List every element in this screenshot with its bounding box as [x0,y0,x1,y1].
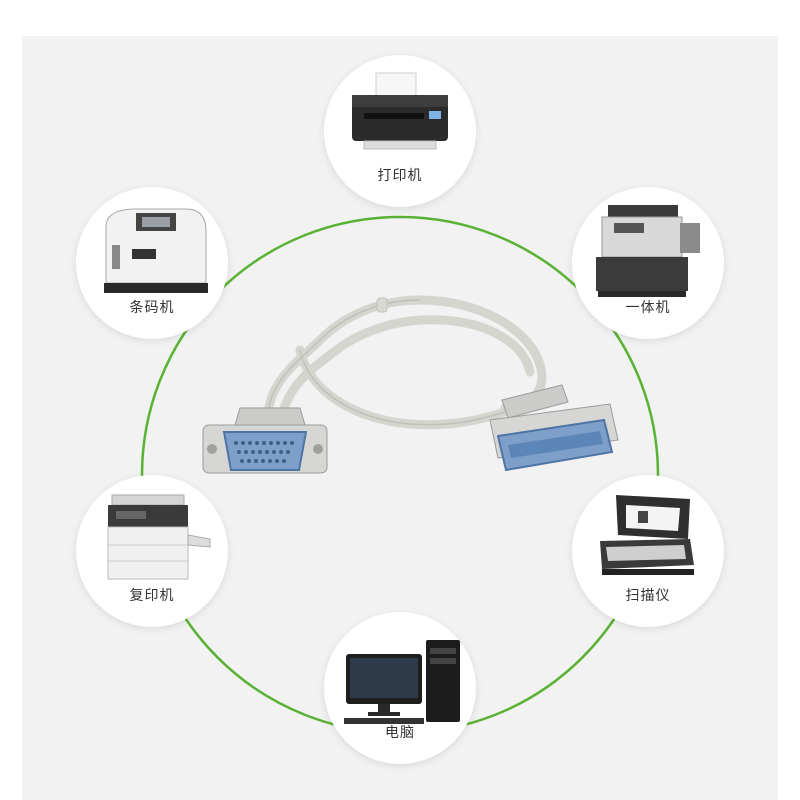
device-copier[interactable]: 复印机 [76,475,228,627]
device-label: 复印机 [129,588,175,604]
copier-icon [107,494,211,580]
multifunction-printer-icon [596,205,700,297]
device-label: 电脑 [385,725,415,741]
centronics-connector [489,384,619,472]
device-label: 扫描仪 [625,588,671,604]
device-all-in-one[interactable]: 一体机 [572,187,724,339]
device-barcode-printer[interactable]: 条码机 [76,187,228,339]
scanner-icon [600,495,694,575]
desktop-computer-icon [344,640,460,724]
barcode-printer-icon [104,208,208,293]
device-printer[interactable]: 打印机 [324,55,476,207]
db25-connector [202,407,328,474]
inkjet-printer-icon [352,72,448,150]
device-scanner[interactable]: 扫描仪 [572,475,724,627]
device-label: 打印机 [377,168,423,184]
device-label: 条码机 [129,300,175,316]
device-label: 一体机 [625,300,671,316]
device-computer[interactable]: 电脑 [324,612,476,764]
